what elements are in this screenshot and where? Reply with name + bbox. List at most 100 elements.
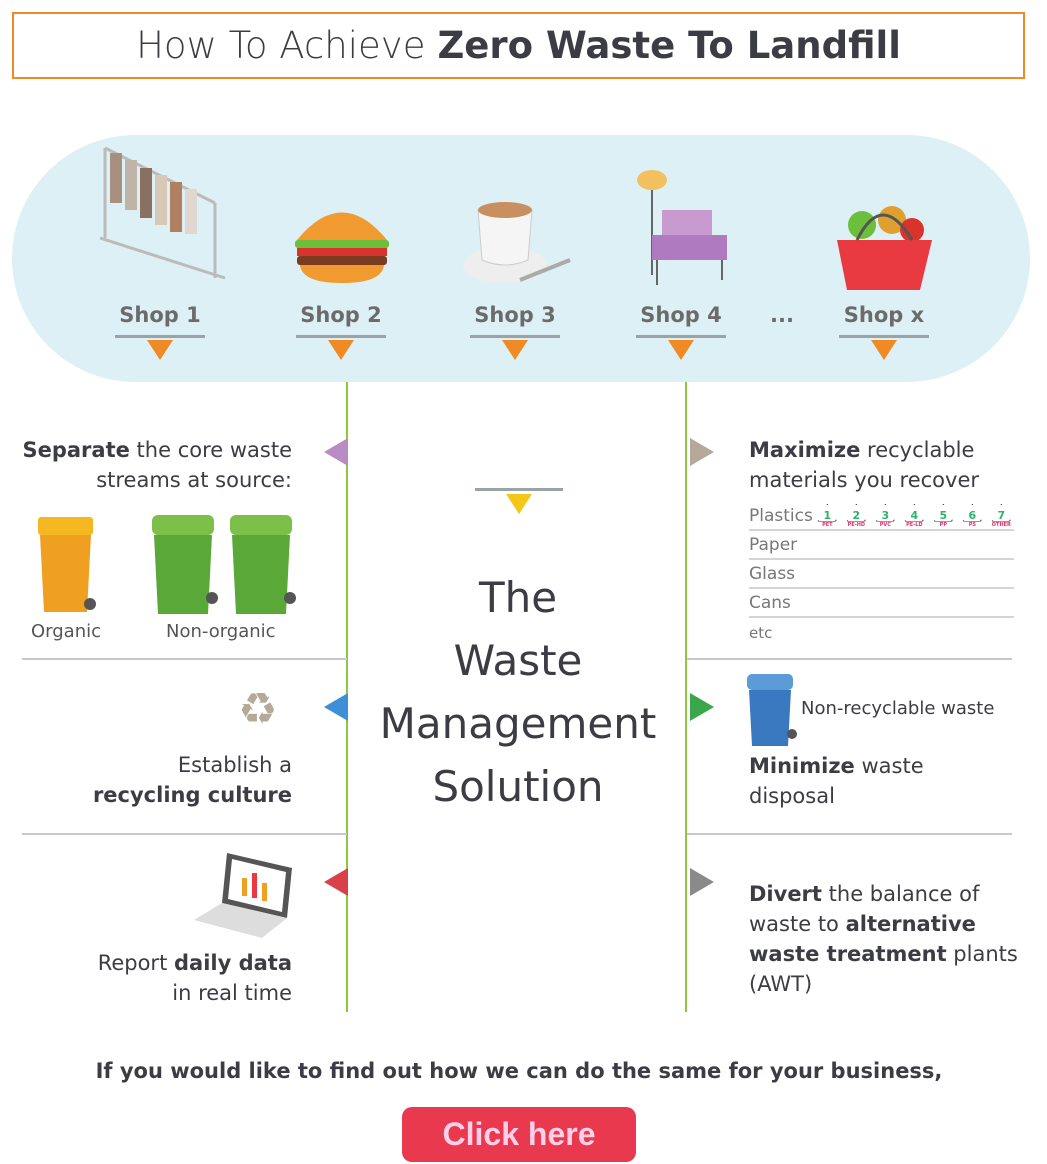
text: streams at source: (96, 468, 292, 492)
resin-number: 4 (904, 503, 925, 522)
resin-number: 5 (933, 503, 954, 522)
organic-label: Organic (31, 621, 102, 642)
resin-label: PET (822, 521, 833, 528)
text: waste to (749, 912, 846, 936)
text-bold: Divert (749, 882, 822, 906)
divert-text: Divert the balance of waste to alternati… (749, 879, 1018, 999)
resin-number: 6 (962, 503, 983, 522)
shop-label: Shop 2 (300, 303, 382, 327)
text: waste (854, 754, 924, 778)
laptop-chart-icon (194, 853, 292, 938)
text-bold: Separate (22, 438, 130, 462)
material-label: etc (749, 623, 773, 642)
title-bold: Zero Waste To Landfill (437, 24, 901, 67)
arrow-down-icon (668, 340, 694, 360)
non-recyclable-label: Non-recyclable waste (801, 698, 995, 719)
text-bold: daily data (173, 951, 292, 975)
arrow-down-icon (506, 494, 532, 514)
center-line: Waste (453, 636, 583, 685)
separate-text: Separate the core waste streams at sourc… (0, 435, 292, 495)
resin-number: 2 (846, 503, 867, 522)
shop-4: Shop 4 (626, 303, 736, 360)
text-bold: alternative (845, 912, 976, 936)
shop-underline (296, 335, 386, 338)
non-organic-bin-icon (230, 515, 296, 614)
text: Report (97, 951, 174, 975)
click-here-button[interactable]: Click here (402, 1107, 636, 1162)
shop-2: Shop 2 (286, 303, 396, 360)
non-organic-bin-icon (152, 515, 218, 614)
resin-number: 1 (817, 503, 838, 522)
arrow-down-icon (328, 340, 354, 360)
text: plants (946, 942, 1018, 966)
non-organic-label: Non-organic (166, 621, 276, 642)
arrow-right-icon (690, 438, 714, 466)
resin-label: PVC (879, 521, 891, 528)
arrow-left-icon (324, 868, 348, 896)
arrow-right-icon (690, 693, 714, 721)
material-row: Glass (749, 560, 1014, 589)
divider (687, 658, 1012, 660)
maximize-text: Maximize recyclable materials you recove… (749, 435, 979, 495)
arrow-left-icon (324, 693, 348, 721)
arrow-down-icon (502, 340, 528, 360)
text: disposal (749, 784, 835, 808)
material-row: Cans (749, 589, 1014, 618)
text-bold: recycling culture (92, 783, 292, 807)
shop-x: Shop x (829, 303, 939, 360)
center-line: The (478, 573, 558, 622)
right-divider-line (685, 382, 687, 1012)
resin-label: PE-HD (847, 521, 866, 528)
divider (687, 833, 1012, 835)
text-bold: Minimize (749, 754, 855, 778)
divider (22, 833, 347, 835)
resin-number: 7 (991, 503, 1012, 522)
text: materials you recover (749, 468, 979, 492)
clothes-rack-icon (99, 146, 226, 280)
text-bold: waste treatment (749, 942, 947, 966)
shop-label: Shop 1 (119, 303, 201, 327)
arrow-down-icon (871, 340, 897, 360)
burger-icon (295, 212, 389, 283)
armchair-lamp-icon (637, 170, 727, 285)
shop-underline (470, 335, 560, 338)
divider (22, 658, 347, 660)
center-line: Management (379, 699, 657, 748)
text: the balance of (821, 882, 980, 906)
resin-label: OTHER (991, 521, 1011, 528)
material-label: Paper (749, 534, 798, 555)
report-text: Report daily data in real time (0, 948, 292, 1008)
recycle-icon: ♻ (238, 684, 278, 735)
text-bold: Maximize (749, 438, 861, 462)
minimize-text: Minimize waste disposal (749, 751, 924, 811)
center-line: Solution (432, 762, 604, 811)
text: Establish a (177, 753, 292, 777)
material-row: Paper (749, 531, 1014, 560)
text: (AWT) (749, 972, 813, 996)
organic-bin-icon (38, 517, 96, 612)
resin-label: PP (939, 521, 948, 528)
arrow-right-icon (690, 868, 714, 896)
recycling-text: Establish a recycling culture (0, 750, 292, 810)
resin-label: PS (968, 521, 976, 528)
text: the core waste (129, 438, 292, 462)
arrow-left-icon (324, 438, 348, 466)
shop-1: Shop 1 (105, 303, 215, 360)
shop-3: Shop 3 (460, 303, 570, 360)
material-label: Glass (749, 563, 796, 584)
shop-underline (839, 335, 929, 338)
material-row: etc (749, 618, 1014, 647)
text: recyclable (860, 438, 975, 462)
shop-underline (115, 335, 205, 338)
non-recyclable-bin-icon (747, 674, 797, 746)
